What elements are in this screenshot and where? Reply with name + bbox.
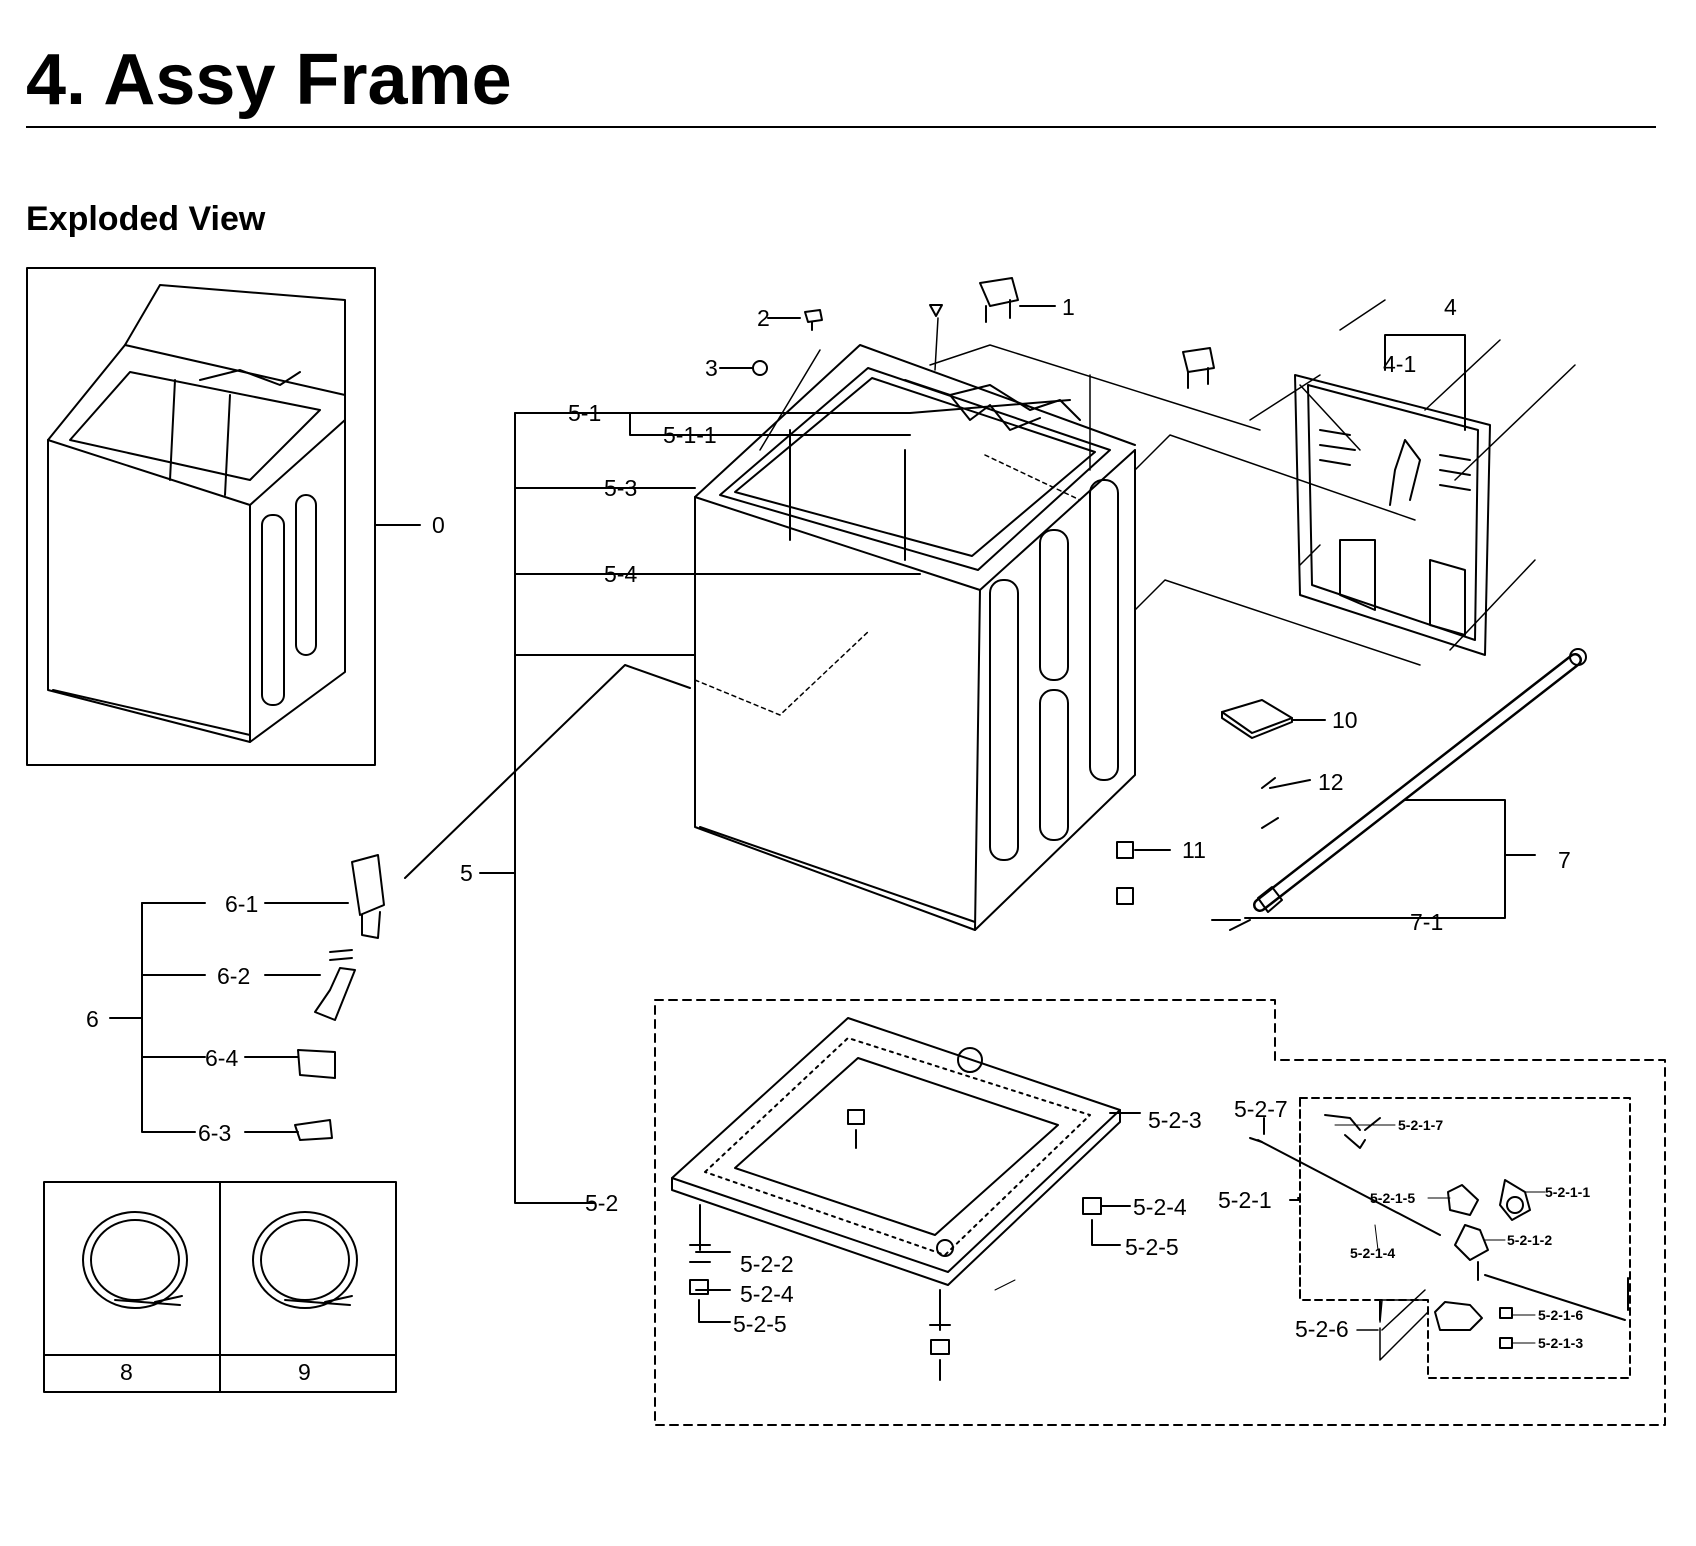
part-6-fitting-assembly	[294, 854, 385, 1141]
part-5-2-1-valve-assembly	[1249, 1114, 1629, 1349]
callout-5-2-5b: 5-2-5	[1125, 1234, 1179, 1260]
part-2-pin	[767, 309, 823, 331]
callout-3: 3	[705, 355, 718, 381]
section-subtitle: Exploded View	[26, 200, 266, 238]
callout-5-2-1-7: 5-2-1-7	[1398, 1117, 1443, 1133]
cabinet-hidden-edges	[694, 454, 1081, 716]
callout-5-2-4a: 5-2-4	[740, 1281, 794, 1307]
part-5-2-base-frame	[671, 1017, 1121, 1286]
boundary-5-2-1	[1299, 1097, 1631, 1379]
leader-5-2-1-4	[1374, 1224, 1379, 1251]
callout-5-1: 5-1	[568, 400, 601, 426]
callout-5-3: 5-3	[604, 475, 637, 501]
base-feet-and-screws	[689, 1109, 1141, 1381]
clip-guide-lines	[759, 317, 1091, 471]
callout-5-4: 5-4	[604, 561, 637, 587]
part-11-clip	[1116, 841, 1171, 905]
back-panel-guide-lines	[929, 344, 1421, 666]
callout-labels-small: 5-2-1-7 5-2-1-1 5-2-1-5 5-2-1-2 5-2-1-4 …	[1350, 1117, 1590, 1351]
leader-5-2-6-diag	[1381, 1289, 1426, 1331]
callout-5-2-6: 5-2-6	[1295, 1316, 1349, 1342]
callout-4: 4	[1444, 294, 1457, 320]
callout-5-2-1-5: 5-2-1-5	[1370, 1190, 1415, 1206]
part-0-full-cabinet-inset	[26, 267, 376, 766]
callout-5-2-5a: 5-2-5	[733, 1311, 787, 1337]
part-pin-top	[929, 304, 943, 317]
part-10-filter	[1221, 699, 1326, 739]
callout-5-2-1-1: 5-2-1-1	[1545, 1184, 1590, 1200]
callout-5-1-1: 5-1-1	[663, 422, 717, 448]
title-underline	[26, 126, 1656, 128]
callout-5-2-2: 5-2-2	[740, 1251, 794, 1277]
callout-5-2-1-4: 5-2-1-4	[1350, 1245, 1395, 1261]
callout-8: 8	[120, 1359, 133, 1385]
callout-5-2-1-2: 5-2-1-2	[1507, 1232, 1552, 1248]
callout-5-2: 5-2	[585, 1190, 618, 1216]
callout-5-2-1-6: 5-2-1-6	[1538, 1307, 1583, 1323]
part-1-hinge-bracket	[979, 277, 1215, 389]
callout-5-2-3: 5-2-3	[1148, 1107, 1202, 1133]
callout-7-1: 7-1	[1410, 909, 1443, 935]
leader-4	[1384, 334, 1466, 431]
callout-6-4: 6-4	[205, 1045, 238, 1071]
callout-5-2-4b: 5-2-4	[1133, 1194, 1187, 1220]
callout-0: 0	[432, 512, 445, 538]
callout-1: 1	[1062, 294, 1075, 320]
part-5-cabinet	[694, 344, 1136, 931]
part-12-screw	[1261, 777, 1311, 829]
leader-bracket-5	[404, 399, 1071, 1204]
leader-4-links	[1249, 374, 1361, 451]
boundary-5-2-6-link	[1379, 1299, 1429, 1323]
part-4-back-panel	[1294, 374, 1491, 656]
parts-8-9-inlet-hoses-inset	[43, 1181, 397, 1393]
callout-labels: 0 1 2 3 4 4-1 5 5-1 5-1-1 5-3 5-4 5-2 5-…	[86, 294, 1571, 1385]
boundary-5-2	[654, 999, 1666, 1426]
callout-5-2-1-3: 5-2-1-3	[1538, 1335, 1583, 1351]
callout-9: 9	[298, 1359, 311, 1385]
leader-bracket-6	[109, 902, 349, 1133]
callout-2: 2	[757, 305, 770, 331]
misc-mark	[994, 1279, 1016, 1291]
callout-6-3: 6-3	[198, 1120, 231, 1146]
leader-7	[1404, 799, 1536, 919]
callout-5: 5	[460, 860, 473, 886]
part-3-cap	[719, 360, 768, 376]
callout-5-2-1: 5-2-1	[1218, 1187, 1272, 1213]
leader-5-2-6	[1356, 1311, 1429, 1361]
callout-5-2-7: 5-2-7	[1234, 1096, 1288, 1122]
callout-11: 11	[1182, 837, 1206, 863]
callout-6-1: 6-1	[225, 891, 258, 917]
callout-7: 7	[1558, 847, 1571, 873]
callout-6-2: 6-2	[217, 963, 250, 989]
part-7-drain-hose	[1211, 648, 1587, 931]
callout-10: 10	[1332, 707, 1358, 733]
screw-leaders-4	[1339, 299, 1576, 651]
callout-4-1: 4-1	[1383, 351, 1416, 377]
callout-12: 12	[1318, 769, 1344, 795]
page-title: 4. Assy Frame	[26, 40, 512, 120]
callout-6: 6	[86, 1006, 99, 1032]
